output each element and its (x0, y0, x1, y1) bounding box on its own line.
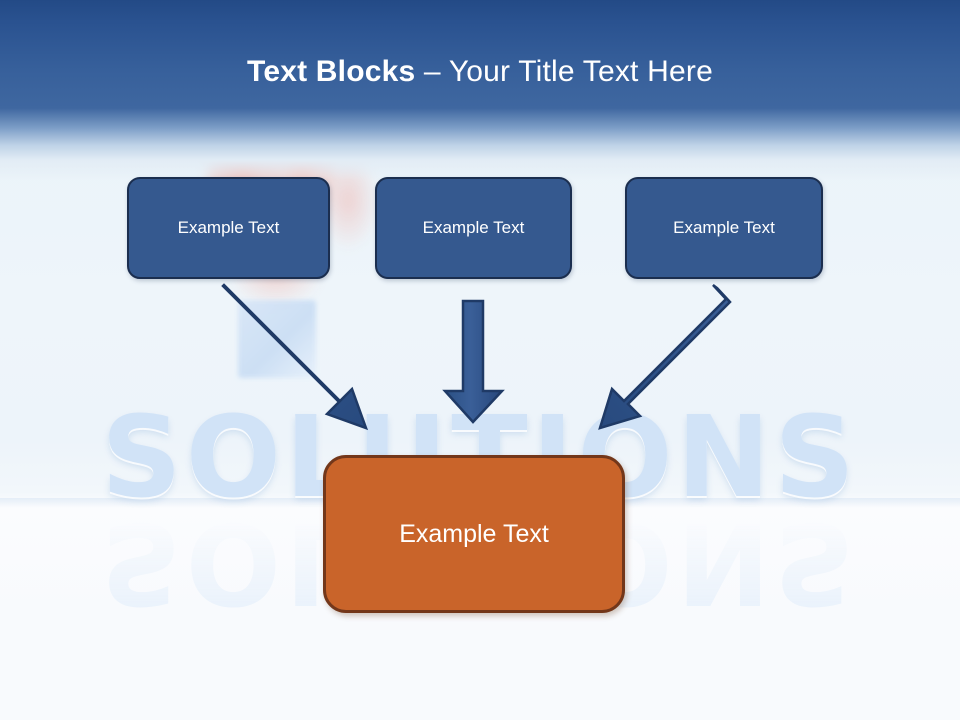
text-block-result-label: Example Text (399, 519, 549, 548)
text-block-1[interactable]: Example Text (127, 177, 330, 279)
header-band (0, 0, 960, 180)
text-block-2[interactable]: Example Text (375, 177, 572, 279)
text-block-result[interactable]: Example Text (323, 455, 625, 613)
text-block-1-label: Example Text (177, 218, 280, 237)
arrow-middle-vertical[interactable] (442, 299, 505, 424)
text-block-2-label: Example Text (422, 218, 525, 237)
page-title-regular: Your Title Text Here (448, 55, 713, 88)
page-title-separator: – (415, 55, 449, 88)
text-block-3[interactable]: Example Text (625, 177, 823, 279)
arrow-right-diagonal[interactable] (598, 284, 732, 430)
page-title-bold: Text Blocks (247, 55, 416, 88)
text-block-3-label: Example Text (673, 218, 775, 237)
arrow-left-diagonal[interactable] (221, 283, 369, 431)
page-title: Text Blocks – Your Title Text Here (0, 53, 960, 91)
